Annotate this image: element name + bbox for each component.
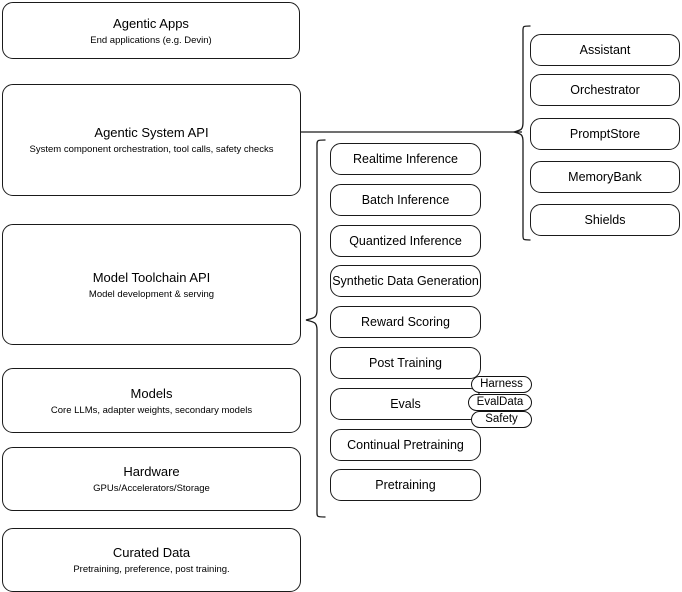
chip-label: Harness	[480, 378, 523, 390]
eval-subcomponent-evaldata[interactable]: EvalData	[468, 394, 532, 411]
layer-subtitle: End applications (e.g. Devin)	[90, 34, 212, 46]
layer-subtitle: Pretraining, preference, post training.	[73, 564, 230, 575]
layer-subtitle: GPUs/Accelerators/Storage	[93, 483, 210, 494]
layer-title: Models	[130, 385, 173, 401]
brace-model-toolchain-components	[305, 139, 326, 518]
component-label: Realtime Inference	[353, 151, 458, 166]
chip-label: Safety	[485, 413, 518, 425]
component-label: Reward Scoring	[361, 314, 450, 329]
stack-layer-hardware[interactable]: Hardware GPUs/Accelerators/Storage	[2, 447, 301, 511]
component-label: Evals	[390, 396, 421, 411]
layer-subtitle: System component orchestration, tool cal…	[29, 144, 274, 155]
component-label: Synthetic Data Generation	[332, 273, 479, 288]
component-label: Assistant	[579, 42, 631, 57]
chip-label: EvalData	[476, 396, 524, 408]
agentic-component-shields[interactable]: Shields	[530, 204, 680, 236]
brace-agentic-system-components	[511, 25, 531, 241]
toolchain-component-pretraining[interactable]: Pretraining	[330, 469, 481, 501]
layer-title: Agentic System API	[94, 125, 209, 140]
stack-layer-agentic-system-api[interactable]: Agentic System API System component orch…	[2, 84, 301, 196]
toolchain-component-post-training[interactable]: Post Training	[330, 347, 481, 379]
stack-layer-model-toolchain-api[interactable]: Model Toolchain API Model development & …	[2, 224, 301, 345]
toolchain-component-batch-inference[interactable]: Batch Inference	[330, 184, 481, 216]
connector-agentic-system-to-components	[300, 131, 522, 133]
agentic-component-promptstore[interactable]: PromptStore	[530, 118, 680, 150]
layer-subtitle: Model development & serving	[88, 288, 215, 300]
component-label: PromptStore	[569, 126, 641, 141]
layer-subtitle: Core LLMs, adapter weights, secondary mo…	[50, 404, 253, 416]
toolchain-component-evals[interactable]: Evals	[330, 388, 481, 420]
layer-title: Agentic Apps	[113, 15, 189, 31]
component-label: Orchestrator	[570, 82, 640, 97]
component-label: Continual Pretraining	[347, 437, 464, 452]
component-label: Shields	[584, 212, 626, 227]
component-label: Quantized Inference	[349, 233, 462, 248]
toolchain-component-realtime-inference[interactable]: Realtime Inference	[330, 143, 481, 175]
toolchain-component-quantized-inference[interactable]: Quantized Inference	[330, 225, 481, 257]
stack-layer-models[interactable]: Models Core LLMs, adapter weights, secon…	[2, 368, 301, 433]
toolchain-component-synthetic-data-generation[interactable]: Synthetic Data Generation	[330, 265, 481, 297]
eval-subcomponent-safety[interactable]: Safety	[471, 411, 532, 428]
layer-title: Curated Data	[112, 545, 191, 560]
toolchain-component-reward-scoring[interactable]: Reward Scoring	[330, 306, 481, 338]
eval-subcomponent-harness[interactable]: Harness	[471, 376, 532, 393]
component-label: Pretraining	[375, 477, 436, 492]
toolchain-component-continual-pretraining[interactable]: Continual Pretraining	[330, 429, 481, 461]
component-label: Batch Inference	[361, 192, 450, 207]
stack-layer-curated-data[interactable]: Curated Data Pretraining, preference, po…	[2, 528, 301, 592]
agentic-component-memorybank[interactable]: MemoryBank	[530, 161, 680, 193]
agentic-component-assistant[interactable]: Assistant	[530, 34, 680, 66]
stack-layer-agentic-apps[interactable]: Agentic Apps End applications (e.g. Devi…	[2, 2, 300, 59]
component-label: MemoryBank	[568, 169, 642, 184]
component-label: Post Training	[369, 355, 442, 370]
agentic-component-orchestrator[interactable]: Orchestrator	[530, 74, 680, 106]
layer-title: Model Toolchain API	[92, 269, 211, 285]
layer-title: Hardware	[123, 464, 180, 479]
